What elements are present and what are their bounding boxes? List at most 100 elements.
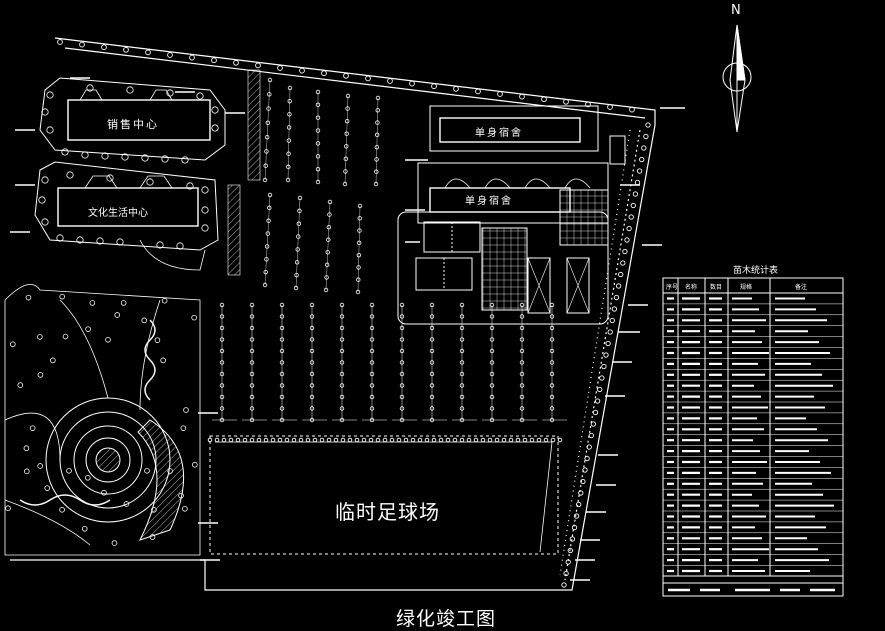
tree-symbol: [219, 406, 225, 411]
tree-symbol: [586, 444, 592, 450]
tree-symbol: [309, 360, 315, 365]
tree-symbol: [219, 302, 225, 308]
tree-symbol: [489, 360, 495, 365]
tree-symbol: [549, 337, 555, 342]
tree-symbol: [81, 151, 89, 159]
tree-symbol: [96, 237, 104, 245]
tree-symbol: [399, 406, 405, 411]
tree-symbol: [249, 394, 255, 400]
tree-symbol: [429, 302, 435, 308]
tree-symbol: [634, 179, 641, 186]
tree-symbol: [219, 337, 225, 342]
tree-symbol: [325, 250, 330, 255]
dorm-building-1: [429, 105, 599, 152]
tree-symbol: [126, 86, 134, 94]
tree-symbol: [66, 467, 72, 474]
tree-symbol: [154, 337, 161, 343]
tree-symbol: [279, 371, 285, 377]
tree-symbol: [262, 177, 268, 183]
tree-symbol: [17, 382, 24, 388]
tree-symbol: [585, 101, 591, 108]
tree-symbol: [38, 196, 46, 204]
tree-symbol: [494, 437, 500, 443]
tree-rows-lower: [212, 302, 567, 423]
tree-symbol: [76, 236, 84, 244]
tree-symbol: [399, 302, 405, 308]
tree-symbol: [219, 325, 225, 331]
tree-symbol: [264, 134, 270, 140]
tree-symbol: [549, 371, 555, 377]
tree-symbol: [235, 437, 241, 443]
tree-symbol: [176, 242, 184, 250]
tree-symbol: [319, 437, 325, 443]
drawing-caption: 绿化竣工图: [396, 608, 497, 630]
tree-symbol: [294, 272, 299, 278]
tree-symbol: [266, 106, 271, 111]
tree-symbol: [475, 88, 481, 95]
tree-symbol: [431, 437, 437, 443]
tree-symbol: [196, 92, 204, 100]
tree-symbol: [249, 371, 255, 377]
tree-symbol: [264, 257, 269, 262]
tree-symbol: [219, 348, 225, 354]
tree-symbol: [339, 348, 345, 354]
plant-stats-rows: [663, 292, 843, 592]
football-field-label: 临时足球场: [335, 500, 440, 524]
tree-symbol: [369, 371, 375, 377]
tree-symbol: [489, 302, 495, 308]
tree-symbol: [399, 383, 405, 388]
tree-symbol: [343, 169, 348, 174]
tree-symbol: [628, 214, 634, 220]
tree-symbol: [515, 437, 521, 443]
tree-symbol: [279, 383, 285, 388]
tree-symbol: [522, 437, 528, 443]
tree-symbol: [578, 490, 584, 496]
tree-symbol: [327, 212, 332, 217]
tree-symbol: [141, 154, 149, 162]
tree-symbol: [324, 262, 330, 268]
culture-center-label: 文化生活中心: [88, 208, 148, 219]
tree-symbol: [343, 72, 349, 79]
tree-symbol: [375, 437, 381, 443]
tree-symbol: [37, 463, 43, 469]
tree-symbol: [315, 179, 321, 185]
north-arrow: [722, 24, 752, 133]
tree-symbol: [571, 524, 578, 531]
tree-symbol: [324, 275, 329, 280]
tree-symbol: [355, 289, 361, 295]
tree-symbol: [344, 144, 349, 149]
hatched-strip: [247, 69, 261, 181]
tree-symbol: [166, 89, 174, 97]
tree-symbol: [343, 156, 349, 162]
tree-symbol: [399, 314, 405, 319]
tree-symbol: [611, 306, 618, 312]
tree-symbol: [279, 314, 285, 319]
tree-symbol: [46, 91, 54, 99]
tree-symbol: [410, 437, 416, 443]
tree-symbol: [305, 437, 311, 443]
tree-symbol: [233, 59, 239, 66]
tree-symbol: [519, 360, 525, 365]
tree-symbol: [356, 277, 361, 282]
tree-symbol: [141, 317, 148, 324]
north-label: N: [731, 3, 741, 18]
tree-symbol: [270, 437, 276, 443]
tree-symbol: [167, 52, 173, 58]
tree-symbol: [161, 155, 169, 163]
tree-symbol: [114, 312, 121, 318]
tree-symbol: [249, 302, 255, 308]
tree-symbol: [339, 406, 345, 411]
tree-symbol: [178, 492, 184, 499]
tree-symbol: [267, 77, 273, 83]
tree-symbol: [345, 106, 350, 111]
tree-symbol: [145, 49, 151, 56]
tree-symbol: [594, 398, 601, 404]
tree-symbol: [549, 360, 555, 365]
tree-symbol: [326, 224, 332, 230]
tree-symbol: [297, 208, 302, 214]
tree-symbol: [263, 269, 268, 275]
tree-symbol: [144, 467, 150, 474]
tree-symbol: [399, 394, 405, 400]
tree-symbol: [399, 337, 405, 342]
tree-symbol: [369, 314, 375, 319]
